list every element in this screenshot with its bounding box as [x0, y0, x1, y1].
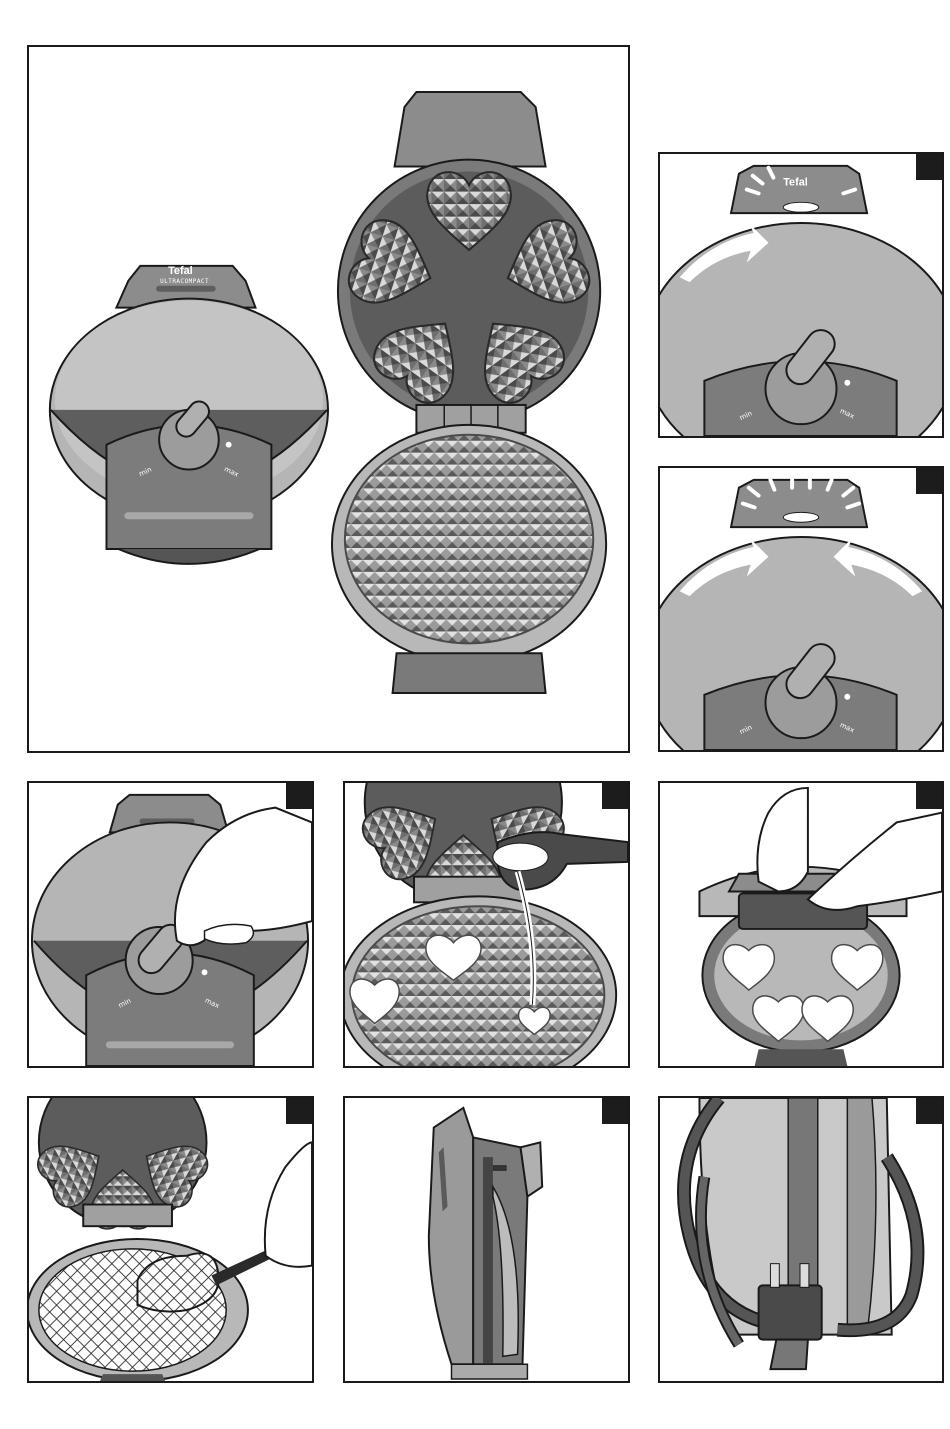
- hand-icon: [757, 788, 808, 892]
- wrap-cord-illustration: [660, 1098, 942, 1381]
- brand-logo: Tefal: [783, 177, 807, 189]
- step-power-on-panel: Tefal min max: [658, 152, 944, 438]
- ready-light-illustration: min max: [660, 468, 942, 750]
- step-badge: [916, 783, 942, 809]
- step-badge: [602, 783, 628, 809]
- step-wrap-cord-panel: [658, 1096, 944, 1383]
- step-close-lid-panel: [658, 781, 944, 1068]
- overview-panel: Tefal ULTRACOMPACT min max: [27, 45, 630, 753]
- plug-icon: [759, 1285, 822, 1339]
- hand-icon: [808, 813, 942, 910]
- step-badge: [916, 154, 942, 180]
- model-name: ULTRACOMPACT: [160, 278, 209, 285]
- store-upright-illustration: [345, 1098, 628, 1381]
- closed-waffle-maker: Tefal ULTRACOMPACT min max: [50, 265, 328, 564]
- brand-logo: Tefal: [168, 265, 193, 277]
- step-pour-batter-panel: [343, 781, 630, 1068]
- step-remove-waffle-panel: [27, 1096, 314, 1383]
- step-set-thermostat-panel: min max: [27, 781, 314, 1068]
- set-thermostat-illustration: min max: [29, 783, 312, 1066]
- pour-batter-illustration: [345, 783, 628, 1066]
- step-badge: [286, 1098, 312, 1124]
- open-waffle-maker: [332, 92, 606, 693]
- step-badge: [286, 783, 312, 809]
- remove-waffle-illustration: [29, 1098, 312, 1381]
- step-badge: [916, 1098, 942, 1124]
- step-badge: [602, 1098, 628, 1124]
- hand-icon: [265, 1142, 312, 1266]
- close-lid-illustration: [660, 783, 942, 1066]
- step-badge: [916, 468, 942, 494]
- power-on-illustration: Tefal min max: [660, 154, 942, 436]
- step-ready-light-panel: min max: [658, 466, 944, 752]
- step-store-upright-panel: [343, 1096, 630, 1383]
- waffle-maker-overview-illustration: Tefal ULTRACOMPACT min max: [29, 47, 628, 751]
